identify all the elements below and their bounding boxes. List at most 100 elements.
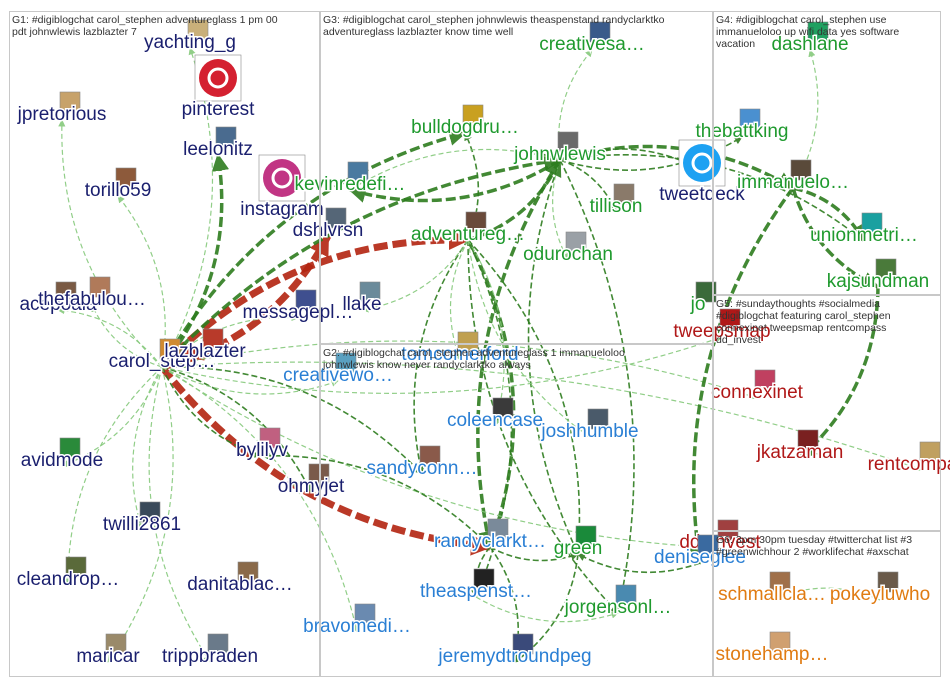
avatar-icon [695,281,717,303]
node-messagepl[interactable]: messagepl… [241,289,355,325]
node-bylilyv[interactable]: bylilyv [235,427,290,463]
node-kajsundman[interactable]: kajsundman [825,258,931,294]
node-twilli2861[interactable]: twilli2861 [101,501,183,537]
edge-deniseglee-green [577,553,701,574]
node-jorgensonl[interactable]: jorgensonl… [562,584,673,620]
avatar-icon [359,281,381,303]
group-box-g4 [713,11,941,295]
node-danitablac[interactable]: danitablac… [186,561,294,597]
avatar-icon [739,108,761,130]
pinterest-icon-glyph [199,59,237,97]
node-torillo59[interactable]: torillo59 [83,167,153,203]
avatar-icon [237,561,259,583]
node-pinterest[interactable]: pinterest [180,54,257,122]
node-thefabulous[interactable]: thefabulou… [37,276,147,312]
node-label: bylilyv [236,440,288,461]
node-rentcompa[interactable]: rentcompa… [866,441,950,477]
node-unionmetri[interactable]: unionmetri… [809,212,919,248]
avatar-icon [462,104,484,126]
node-label: maricar [76,646,140,667]
node-pokeyluwho[interactable]: pokeyluwho [828,571,932,607]
avatar-icon [492,397,514,419]
edge-adventureg-johnwlewis [467,158,562,242]
edge-carol-sandyconn [161,366,423,475]
node-yachting[interactable]: yachting_g [143,19,237,55]
node-label: tweetdeck [659,184,745,205]
node-odurochan[interactable]: odurochan [522,231,614,267]
node-jo[interactable]: jo [688,281,717,317]
avatar-icon [719,308,741,330]
node-label: connexinet [711,382,804,403]
group-box-g3 [320,11,713,344]
avatar-icon [790,159,812,181]
node-johnwlewis[interactable]: johnwlewis [512,131,607,167]
node-label: messagepl… [243,302,354,323]
node-cleandrop[interactable]: cleandrop… [15,556,121,592]
node-trippbraden[interactable]: trippbraden [160,633,260,669]
node-acepoala[interactable]: acepoala [18,281,98,317]
node-thebattking[interactable]: thebattking [694,108,790,144]
node-label: lazblazter [164,341,246,362]
node-immanuelo[interactable]: immanuelo… [736,159,850,195]
edge-carol-bulldogdru [160,128,467,368]
edge-johnwlewis-randyclarkt [476,159,562,549]
node-coleencase[interactable]: coleencase [445,397,545,433]
node-creativewo[interactable]: creativewo… [282,352,394,388]
node-leelonitz[interactable]: leelonitz [182,126,254,162]
avatar-icon [557,131,579,153]
node-bulldogdru[interactable]: bulldogdru… [410,104,520,140]
node-avidmode[interactable]: avidmode [19,437,105,473]
avatar-icon [115,167,137,189]
node-kevinredefi[interactable]: kevinredefi… [293,161,407,197]
node-tweetdeck[interactable]: tweetdeck [658,139,747,207]
node-jeremydtroundpeg[interactable]: jeremydtroundpeg [436,633,593,669]
node-label: immanuelo… [737,172,849,193]
node-joshhumble[interactable]: joshhumble [539,408,640,444]
node-dshlvrsn[interactable]: dshlvrsn [291,207,365,243]
node-label: tomcomerford [401,344,518,365]
avatar-icon [65,556,87,578]
node-connexinet[interactable]: connexinet [710,369,805,405]
edge-carol-maricar [107,366,174,663]
node-jkatzaman[interactable]: jkatzaman [754,429,845,465]
avatar-icon [769,631,791,653]
avatar-icon [587,408,609,430]
node-randyclarkt[interactable]: randyclarkt… [433,518,547,554]
node-deniseglee[interactable]: deniseglee [653,534,747,570]
node-dashlane[interactable]: dashlane [770,21,850,57]
node-creativesa[interactable]: creativesa… [538,21,646,57]
twitter-icon-glyph [683,144,721,182]
edge-immanuelo-unionmetri [792,186,866,243]
node-label: thefabulou… [38,289,146,310]
avatar-icon [295,289,317,311]
node-label: creativesa… [539,34,645,55]
node-label: sandyconn… [367,458,478,479]
node-theaspenst[interactable]: theaspenst… [419,568,533,604]
node-schmallcla[interactable]: schmallcla… [717,571,827,607]
avatar-icon [861,212,883,234]
node-label: acepoala [19,294,97,315]
node-tweepsmap[interactable]: tweepsmap [672,308,772,344]
node-lazblazter[interactable]: lazblazter [163,328,248,364]
edge-carol-jpretorious [58,119,163,368]
edge-adventureg-green [467,239,583,555]
node-label: tillison [590,196,643,217]
node-tomcomerford[interactable]: tomcomerford [400,331,520,367]
node-maricar[interactable]: maricar [75,633,142,669]
node-llake[interactable]: llake [341,281,383,317]
edge-adventureg-llake [361,239,469,313]
node-label: thebattking [696,121,789,142]
avatar-icon [613,183,635,205]
avatar-icon [575,525,597,547]
node-adventureg[interactable]: adventureg… [409,211,527,247]
node-stonehamp[interactable]: stonehamp… [714,631,830,667]
node-carol[interactable]: carol_step… [107,338,217,374]
node-sandyconn[interactable]: sandyconn… [365,445,479,481]
node-green[interactable]: green [552,525,604,561]
node-instagram[interactable]: instagram [239,154,325,222]
node-jpretorious[interactable]: jpretorious [15,91,108,127]
node-tillison[interactable]: tillison [588,183,644,219]
node-label: danitablac… [187,574,293,595]
node-label: jo [690,294,706,315]
avatar-icon [419,445,441,467]
